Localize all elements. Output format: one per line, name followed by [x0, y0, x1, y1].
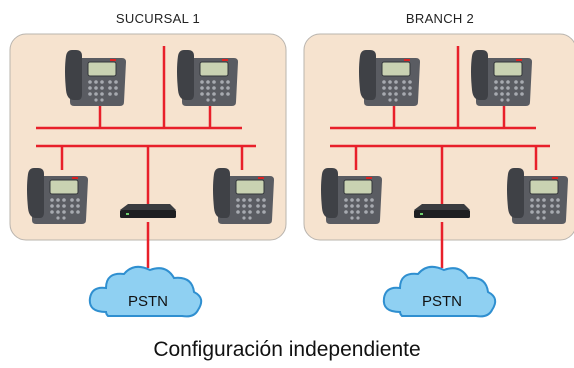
- phone-icon: [320, 167, 383, 225]
- branch-2-label: BRANCH 2: [405, 11, 475, 26]
- phone-icon: [64, 49, 127, 107]
- pstn-label-1: PSTN: [128, 293, 168, 310]
- pstn-label-2: PSTN: [422, 293, 462, 310]
- diagram-caption: Configuración independiente: [153, 338, 421, 361]
- phone-icon: [470, 49, 533, 107]
- branch-1-label: SUCURSAL 1: [115, 11, 201, 26]
- phone-icon: [26, 167, 89, 225]
- gateway-icon: [414, 204, 470, 218]
- phone-icon: [506, 167, 569, 225]
- branch-2-network: [330, 46, 550, 268]
- phone-icon: [176, 49, 239, 107]
- branch-1-network: [36, 46, 256, 268]
- phone-icon: [212, 167, 275, 225]
- gateway-icon: [120, 204, 176, 218]
- phone-icon: [358, 49, 421, 107]
